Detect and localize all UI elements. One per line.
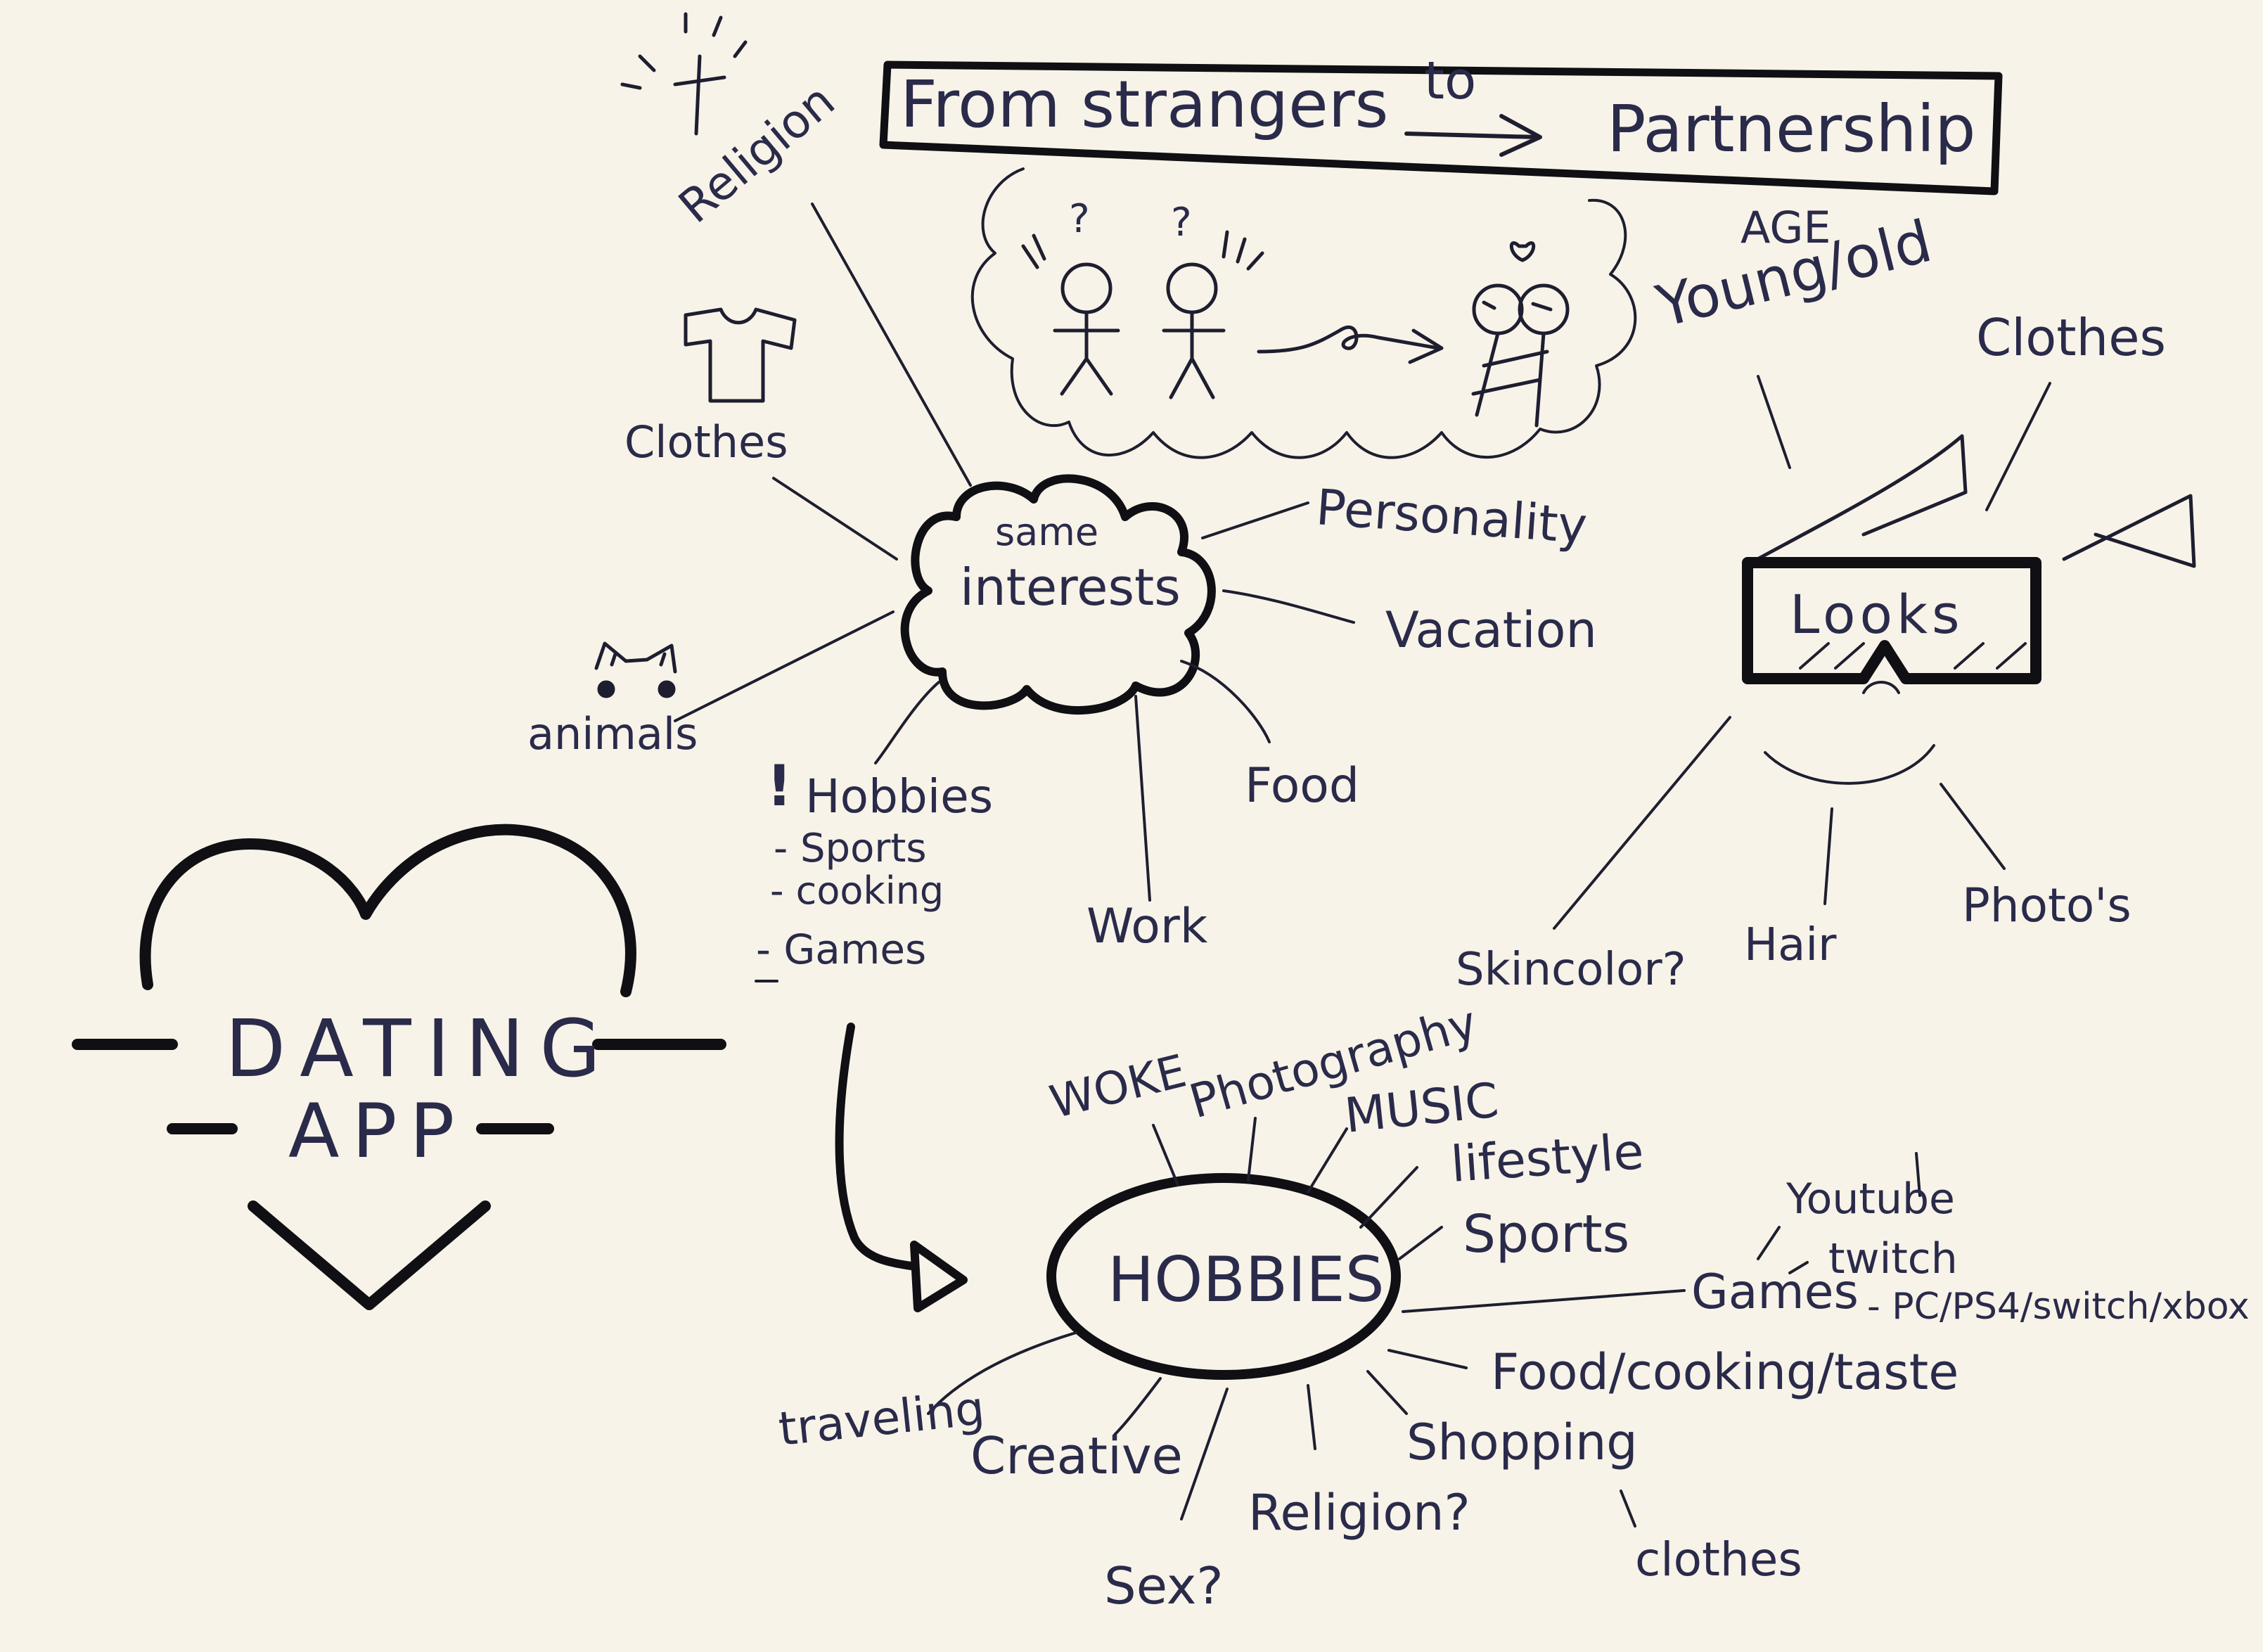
hobbies-list-header: Hobbies	[805, 769, 993, 824]
hobbies-branch-shopping: Shopping	[1406, 1414, 1638, 1471]
hobbies-node: HOBBIES	[1046, 1173, 1401, 1380]
looks-branch-hair: Hair	[1744, 919, 1837, 971]
looks-branch-clothes: Clothes	[1976, 308, 2166, 367]
hobbies-list-item: - cooking	[770, 869, 944, 913]
looks-age-line1: AGE	[1740, 202, 1831, 253]
hobbies-branch-sex: Sex?	[1104, 1556, 1224, 1615]
title-left: From strangers	[900, 67, 1388, 142]
hobbies-branch-religion: Religion?	[1248, 1484, 1470, 1542]
couple-icon	[1471, 241, 1570, 428]
shopping-sub-clothes: clothes	[1635, 1532, 1802, 1587]
hobbies-list-item: - Games	[756, 926, 926, 973]
interests-branch-work: Work	[1086, 899, 1208, 954]
interests-branch-animals: animals	[527, 708, 698, 760]
same-interests-node: same interests	[900, 474, 1216, 715]
looks-branch-photos: Photo's	[1962, 878, 2131, 933]
hobbies-branch-woke: WOKE	[1045, 1045, 1191, 1129]
looks-branch-skincolor: Skincolor?	[1456, 944, 1686, 996]
strangers-to-partners-cloud: ? ?	[970, 167, 1637, 459]
hobbies-list-mark: !	[767, 753, 792, 819]
interests-branch-religion: Religion	[669, 73, 845, 233]
title-right: Partnership	[1607, 91, 1976, 167]
hobbies-branch-sports: Sports	[1463, 1204, 1629, 1264]
interests-branch-vacation: Vacation	[1385, 601, 1597, 659]
title-middle: to	[1424, 51, 1476, 111]
cross-icon	[620, 12, 748, 136]
hobbies-spokes	[927, 1117, 1921, 1528]
branch-animals: animals	[527, 641, 698, 760]
question-mark: ?	[1069, 196, 1090, 242]
hobbies-branch-traveling: traveling	[776, 1381, 987, 1456]
hobbies-branch-lifestyle: lifestyle	[1449, 1122, 1646, 1193]
same-interests-line2: interests	[960, 558, 1181, 617]
stick-figure-icon	[1053, 262, 1120, 396]
games-sub-platforms: - PC/PS4/switch/xbox	[1867, 1286, 2250, 1328]
dating-app-line1: DATING	[225, 1004, 616, 1095]
interests-branch-personality: Personality	[1314, 478, 1589, 555]
hobbies-branch-food: Food/cooking/taste	[1491, 1343, 1959, 1401]
journey-arrow-icon	[1257, 325, 1444, 364]
heart-icon	[139, 824, 636, 997]
interests-spokes	[674, 203, 1355, 902]
arrow-to-hobbies-icon	[835, 1023, 968, 1312]
branch-clothes: Clothes	[624, 307, 797, 468]
cat-icon	[594, 641, 677, 698]
interests-branch-clothes: Clothes	[624, 416, 788, 468]
title-banner: From strangers to Partnership	[879, 51, 2003, 196]
hobbies-list-item: - Sports	[774, 826, 927, 871]
hobbies-branch-games: Games	[1691, 1264, 1859, 1320]
games-sub-youtube: Youtube	[1786, 1174, 1955, 1224]
interests-hobbies-list: ! Hobbies - Sports - cooking - Games	[755, 753, 993, 982]
dating-app-line2: APP	[288, 1088, 467, 1174]
title-arrow-icon	[1404, 114, 1542, 157]
games-sub-twitch: twitch	[1828, 1234, 1958, 1283]
dating-app-logo: DATING APP	[72, 824, 726, 1310]
looks-center: Looks	[1790, 583, 1964, 646]
looks-node: Looks	[1742, 434, 2196, 785]
glasses-icon	[1742, 557, 2041, 684]
question-mark: ?	[1171, 200, 1192, 245]
branch-religion: Religion	[620, 12, 845, 233]
interests-branch-food: Food	[1245, 758, 1359, 814]
hobbies-center: HOBBIES	[1108, 1243, 1385, 1316]
same-interests-line1: same	[995, 510, 1098, 554]
stick-figure-icon	[1162, 262, 1226, 399]
hobbies-branch-creative: Creative	[970, 1426, 1183, 1485]
tshirt-icon	[684, 307, 797, 403]
looks-spokes	[1553, 375, 2051, 930]
